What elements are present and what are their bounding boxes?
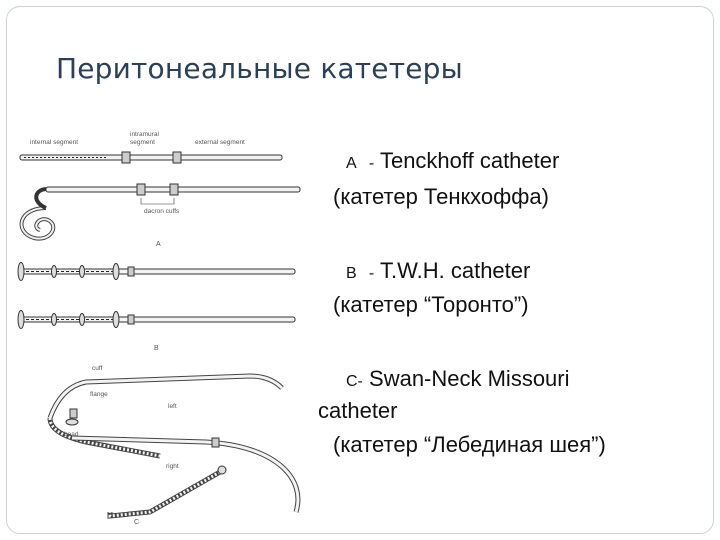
label-internal-segment: internal segment <box>30 139 78 146</box>
item-a-sep: - <box>368 155 375 172</box>
item-a-name: Tenckhoff catheter <box>379 148 560 173</box>
item-b-ru: (катетер “Торонто”) <box>333 292 529 317</box>
item-c-name-line2: catheter <box>318 398 398 423</box>
item-b-name: T.W.H. catheter <box>379 258 531 283</box>
label-dacron-cuffs: dacron cuffs <box>144 208 180 215</box>
caption-a: A <box>156 241 161 248</box>
label-right: right <box>166 463 179 470</box>
caption-b: B <box>154 345 159 352</box>
item-c-ru: (катетер “Лебединая шея”) <box>333 432 606 457</box>
slide-title: Перитонеальные катетеры <box>56 52 463 85</box>
label-cuff: cuff <box>92 365 103 372</box>
item-a-letter: A <box>346 155 357 172</box>
twh-catheter-diagram-1 <box>17 262 296 281</box>
item-a-ru: (катетер Тенкхоффа) <box>333 184 549 209</box>
item-c-line1: C- Swan-Neck Missouri <box>346 364 570 397</box>
twh-catheter-diagram-2 <box>17 310 296 329</box>
swan-neck-left-diagram <box>47 373 284 459</box>
item-b-letter: B <box>346 265 357 282</box>
caption-c: C <box>134 519 139 526</box>
label-external-segment: external segment <box>195 139 245 146</box>
label-intramural: intramural <box>130 131 159 138</box>
item-b-sep: - <box>368 265 375 282</box>
label-flange: flange <box>90 391 108 398</box>
label-bead: bead <box>64 431 79 438</box>
item-b-line1: B - T.W.H. catheter <box>346 256 530 289</box>
item-c-letter: C- <box>346 373 363 390</box>
swan-neck-right-diagram <box>71 435 301 519</box>
item-c-name-line1: Swan-Neck Missouri <box>369 366 570 391</box>
catheter-illustration: internal segment intramural segment exte… <box>17 131 301 526</box>
label-segment: segment <box>130 139 155 146</box>
tenckhoff-coiled-diagram <box>19 183 301 241</box>
label-left: left <box>168 403 177 410</box>
item-a-line1: A - Tenckhoff catheter <box>346 146 559 179</box>
tenckhoff-straight-diagram <box>19 151 283 164</box>
